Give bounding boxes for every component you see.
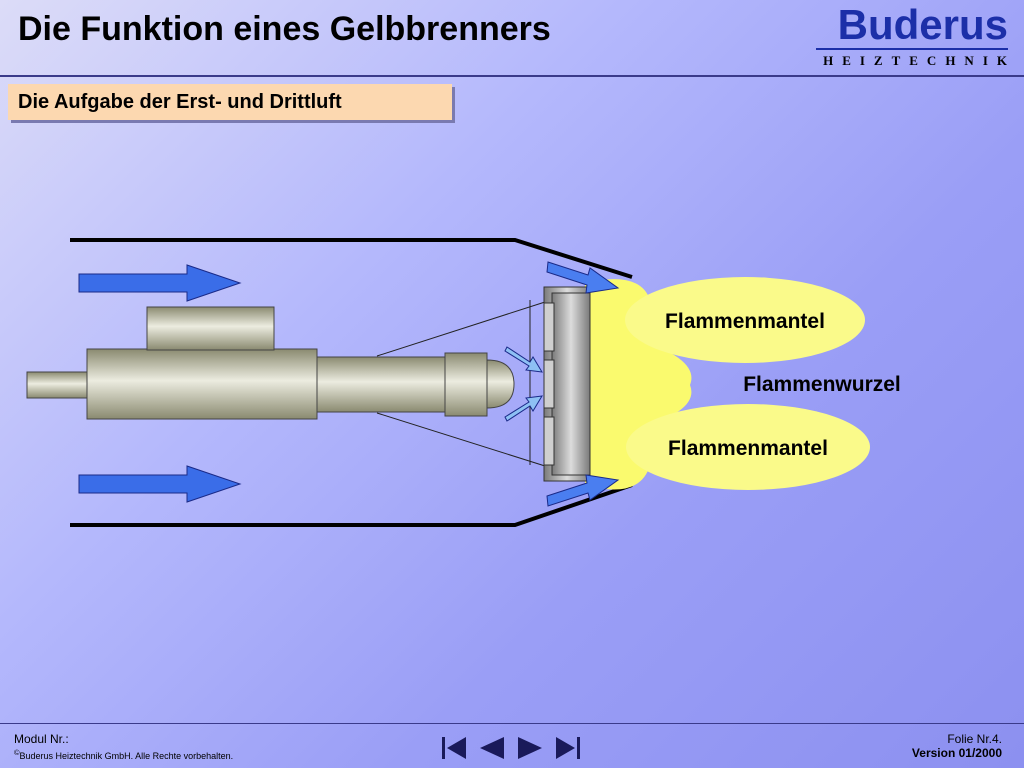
slide-title: Die Funktion eines Gelbbrenners: [18, 10, 551, 48]
section-subtitle: Die Aufgabe der Erst- und Drittluft: [8, 84, 452, 120]
footer-left: Modul Nr.: ©Buderus Heiztechnik GmbH. Al…: [14, 732, 233, 761]
air-arrow-lower: [78, 465, 242, 503]
logo-tagline: HEIZTECHNIK: [823, 53, 1016, 68]
flame-root-label: Flammenwurzel: [743, 373, 901, 396]
previous-slide-icon[interactable]: [478, 735, 506, 761]
header-divider: [0, 75, 1024, 77]
flame-mantle-lower: Flammenmantel: [626, 404, 870, 490]
flame-mantle-lower-label: Flammenmantel: [668, 437, 828, 460]
module-label: Modul Nr.:: [14, 732, 69, 746]
disc-air-arrow-lower: [504, 395, 543, 422]
edge-air-arrow-upper: [546, 261, 620, 294]
air-arrow-upper: [78, 264, 242, 302]
slide-number: Folie Nr.4.: [947, 732, 1002, 746]
burner-assembly: [26, 300, 546, 467]
buderus-logo: Buderus HEIZTECHNIK: [808, 4, 1008, 69]
flame: [585, 279, 692, 490]
last-slide-icon[interactable]: [554, 735, 582, 761]
copyright-text: ©Buderus Heiztechnik GmbH. Alle Rechte v…: [14, 748, 234, 761]
flame-mantle-upper: Flammenmantel: [625, 277, 865, 363]
logo-rule: [816, 48, 1008, 50]
copyright-symbol: ©: [14, 748, 20, 757]
disc-air-arrow-upper: [504, 346, 543, 373]
edge-air-arrow-lower: [546, 474, 620, 507]
footer-divider: [0, 723, 1024, 724]
slide-navigation: [440, 735, 582, 761]
footer-right: Folie Nr.4. Version 01/2000: [912, 732, 1002, 760]
logo-wordmark: Buderus: [837, 1, 1008, 48]
version-label: Version 01/2000: [911, 746, 1002, 760]
next-slide-icon[interactable]: [516, 735, 544, 761]
first-slide-icon[interactable]: [440, 735, 468, 761]
stabilizer-disc: [543, 286, 591, 482]
flame-mantle-upper-label: Flammenmantel: [665, 310, 825, 333]
